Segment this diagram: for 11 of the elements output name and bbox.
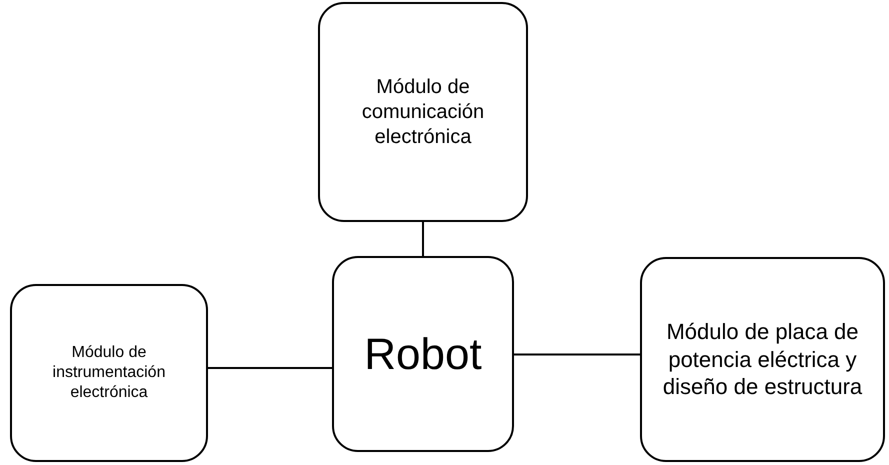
box-label: Robot — [364, 328, 482, 380]
connector-line — [514, 354, 640, 356]
process-box — [640, 257, 885, 462]
connector-line — [208, 367, 332, 369]
process-box — [332, 256, 514, 452]
box-label: Módulo de instrumentación electrónica — [52, 343, 166, 403]
connector-line — [422, 222, 424, 256]
box-label: Módulo de placa de potencia eléctrica y diseño de estructura — [662, 318, 864, 401]
process-box — [10, 284, 208, 462]
process-box — [318, 2, 528, 222]
box-label: Módulo de comunicación electrónica — [360, 74, 486, 150]
